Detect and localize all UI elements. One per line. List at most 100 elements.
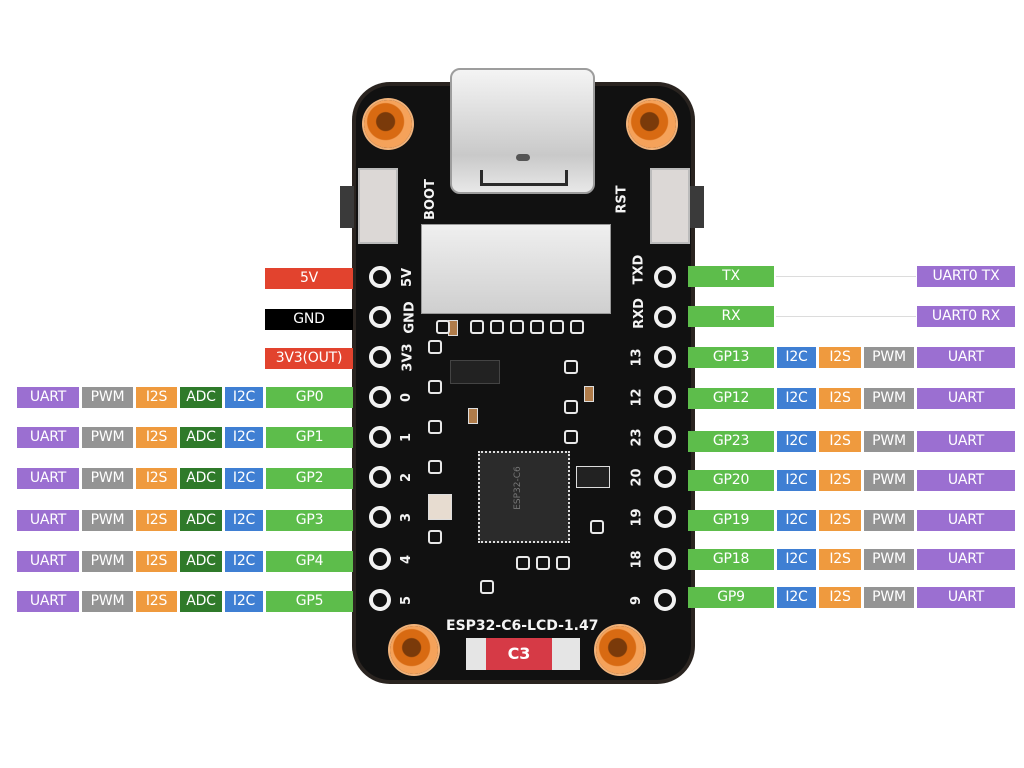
uart-badge: UART0 RX (917, 306, 1015, 327)
header-pin-gp3 (369, 506, 391, 528)
silk-left-0: 5V (400, 267, 416, 288)
i2c-badge: I2C (225, 387, 263, 408)
uart-badge: UART (917, 549, 1015, 570)
i2s-badge: I2S (819, 347, 861, 368)
boot-button-knob[interactable] (340, 186, 354, 228)
uart-badge: UART (917, 347, 1015, 368)
gpio-badge: GP5 (266, 591, 353, 612)
fpc-label: C3 (486, 638, 552, 670)
pwm-badge: PWM (864, 388, 914, 409)
pwm-badge: PWM (82, 551, 133, 572)
uart-badge: UART (17, 387, 79, 408)
header-pin-gp2 (369, 466, 391, 488)
header-pin-gp5 (369, 589, 391, 611)
power-label-5v: 5V (265, 268, 353, 289)
i2c-badge: I2C (777, 549, 816, 570)
pad (556, 556, 570, 570)
pwm-badge: PWM (864, 587, 914, 608)
silk-right-8: 9 (629, 595, 645, 606)
adc-badge: ADC (180, 387, 222, 408)
reset-button[interactable] (650, 168, 690, 244)
gpio-badge: GP2 (266, 468, 353, 489)
uart-badge: UART (917, 388, 1015, 409)
esp32-c6-chip: ESP32-C6 (478, 451, 570, 543)
usb-c-slot (480, 170, 568, 186)
silk-left-4: 1 (399, 432, 415, 443)
header-pin-gp19 (654, 506, 676, 528)
adc-badge: ADC (180, 427, 222, 448)
i2s-badge: I2S (819, 431, 861, 452)
uart-badge: UART (17, 468, 79, 489)
header-pin-gp18 (654, 548, 676, 570)
gpio-badge: GP12 (688, 388, 774, 409)
gpio-badge: GP20 (688, 470, 774, 491)
silk-right-6: 19 (629, 508, 645, 527)
i2s-badge: I2S (819, 470, 861, 491)
pwm-badge: PWM (82, 387, 133, 408)
i2s-badge: I2S (136, 510, 177, 531)
silk-left-8: 5 (399, 595, 415, 606)
uart-badge: UART (917, 470, 1015, 491)
silk-right-1: RXD (631, 298, 647, 329)
header-pin-gp13 (654, 346, 676, 368)
uart-badge: UART (917, 431, 1015, 452)
connector-line (776, 316, 916, 317)
reset-button-knob[interactable] (690, 186, 704, 228)
header-pin-txd (654, 266, 676, 288)
header-pin-gp4 (369, 548, 391, 570)
silk-left-3: 0 (399, 392, 415, 403)
i2s-badge: I2S (136, 551, 177, 572)
pad (428, 460, 442, 474)
i2c-badge: I2C (777, 347, 816, 368)
pwm-badge: PWM (82, 468, 133, 489)
gpio-badge: GP4 (266, 551, 353, 572)
header-pin-3v3 (369, 346, 391, 368)
pad (428, 530, 442, 544)
gpio-badge: GP1 (266, 427, 353, 448)
gpio-badge: GP13 (688, 347, 774, 368)
pad (570, 320, 584, 334)
pwm-badge: PWM (864, 431, 914, 452)
adc-badge: ADC (180, 551, 222, 572)
uart-badge: UART (17, 591, 79, 612)
chip-marking: ESP32-C6 (512, 466, 523, 510)
silk-left-2: 3V3 (400, 343, 416, 372)
pad (516, 556, 530, 570)
pwm-badge: PWM (82, 427, 133, 448)
header-pin-gp20 (654, 466, 676, 488)
uart-badge: UART (17, 427, 79, 448)
silk-right-3: 12 (629, 388, 645, 407)
i2c-badge: I2C (225, 510, 263, 531)
pwm-badge: PWM (864, 549, 914, 570)
silk-right-0: TXD (631, 254, 647, 285)
gpio-badge: GP3 (266, 510, 353, 531)
adc-badge: ADC (180, 468, 222, 489)
i2c-badge: I2C (777, 587, 816, 608)
i2c-badge: I2C (225, 591, 263, 612)
i2s-badge: I2S (819, 388, 861, 409)
silk-left-7: 4 (399, 554, 415, 565)
boot-button[interactable] (358, 168, 398, 244)
pwm-badge: PWM (864, 347, 914, 368)
i2s-badge: I2S (136, 387, 177, 408)
i2s-badge: I2S (819, 587, 861, 608)
crystal (428, 494, 452, 520)
i2c-badge: I2C (777, 431, 816, 452)
pad (470, 320, 484, 334)
i2c-badge: I2C (225, 551, 263, 572)
i2c-badge: I2C (777, 388, 816, 409)
usb-c-connector (450, 68, 595, 194)
pwm-badge: PWM (864, 510, 914, 531)
pad (564, 400, 578, 414)
header-pin-gnd (369, 306, 391, 328)
i2s-badge: I2S (136, 591, 177, 612)
pwm-badge: PWM (864, 470, 914, 491)
pad (490, 320, 504, 334)
pad (428, 420, 442, 434)
connector-line (776, 276, 916, 277)
i2c-badge: I2C (777, 510, 816, 531)
pwm-badge: PWM (82, 510, 133, 531)
uart-badge: UART (917, 510, 1015, 531)
pad (510, 320, 524, 334)
gpio-badge: GP9 (688, 587, 774, 608)
